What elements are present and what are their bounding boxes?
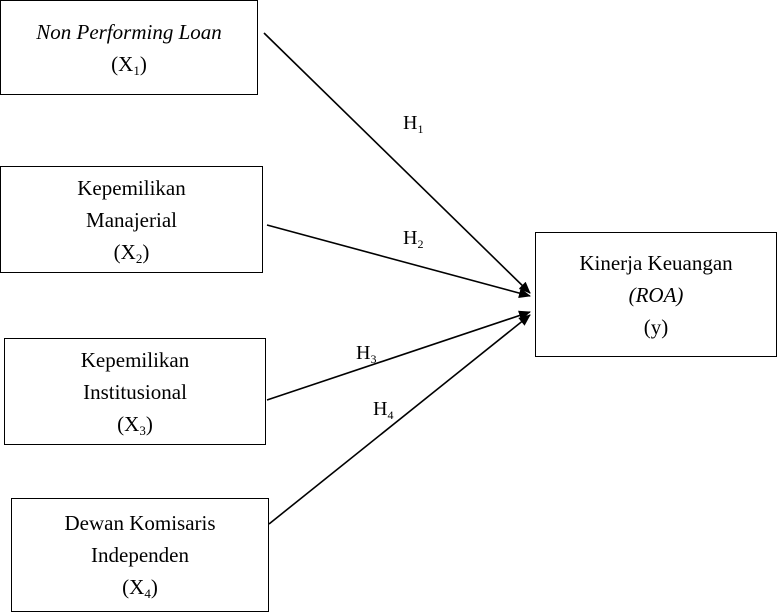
arrow-h1 (263, 32, 531, 294)
variable-box-x1: Non Performing Loan (X1) (0, 0, 258, 95)
dependent-abbr: (ROA) (628, 282, 684, 307)
hypothesis-label-h1: H1 (403, 112, 424, 136)
hypothesis-label-h3: H3 (356, 342, 377, 366)
dependent-code: (y) (643, 314, 669, 339)
hypothesis-label-h2: H2 (403, 227, 424, 251)
variable-box-x3: Kepemilikan Institusional (X3) (4, 338, 266, 445)
arrow-h2 (266, 224, 531, 298)
variable-box-x4: Dewan Komisaris Independen (X4) (11, 498, 269, 612)
variable-code: (X4) (122, 575, 158, 601)
arrow-h4 (268, 314, 531, 525)
variable-name: Kepemilikan (80, 347, 190, 372)
dependent-variable-box: Kinerja Keuangan (ROA) (y) (535, 232, 777, 357)
dependent-name: Kinerja Keuangan (579, 250, 733, 275)
variable-name: Non Performing Loan (36, 19, 222, 44)
hypothesis-label-h4: H4 (373, 398, 394, 422)
variable-name: Kepemilikan (77, 175, 186, 200)
variable-code: (X1) (111, 51, 147, 78)
variable-name-extra: Manajerial (86, 207, 177, 232)
variable-name: Dewan Komisaris (64, 511, 216, 535)
variable-box-x2: Kepemilikan Manajerial (X2) (0, 166, 263, 273)
arrow-h3 (266, 310, 531, 401)
variable-code: (X3) (117, 411, 153, 438)
variable-name-extra: Institusional (83, 379, 187, 404)
variable-name-extra: Independen (91, 543, 189, 567)
variable-code: (X2) (113, 239, 150, 266)
